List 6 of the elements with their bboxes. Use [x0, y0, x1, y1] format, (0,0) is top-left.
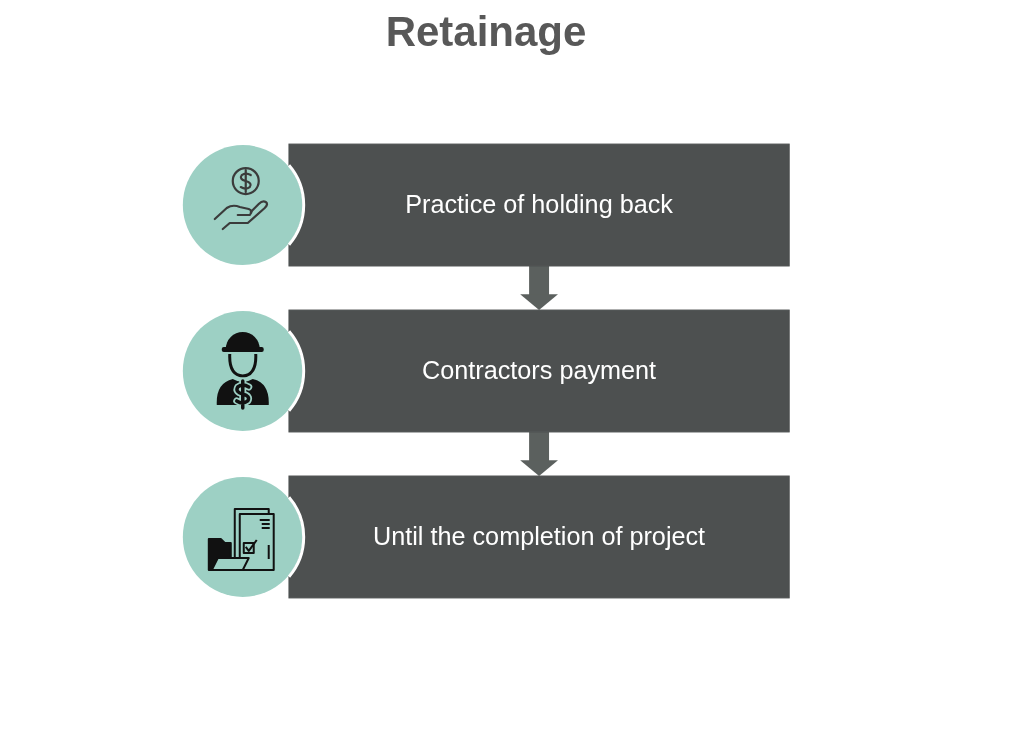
arrow — [520, 431, 558, 477]
process-box: Until the completion of project — [288, 475, 790, 599]
process-box: Contractors payment — [288, 309, 790, 433]
title: Retainage — [385, 8, 587, 57]
process-box: Practice of holding back — [288, 143, 790, 267]
arrow — [520, 265, 558, 311]
